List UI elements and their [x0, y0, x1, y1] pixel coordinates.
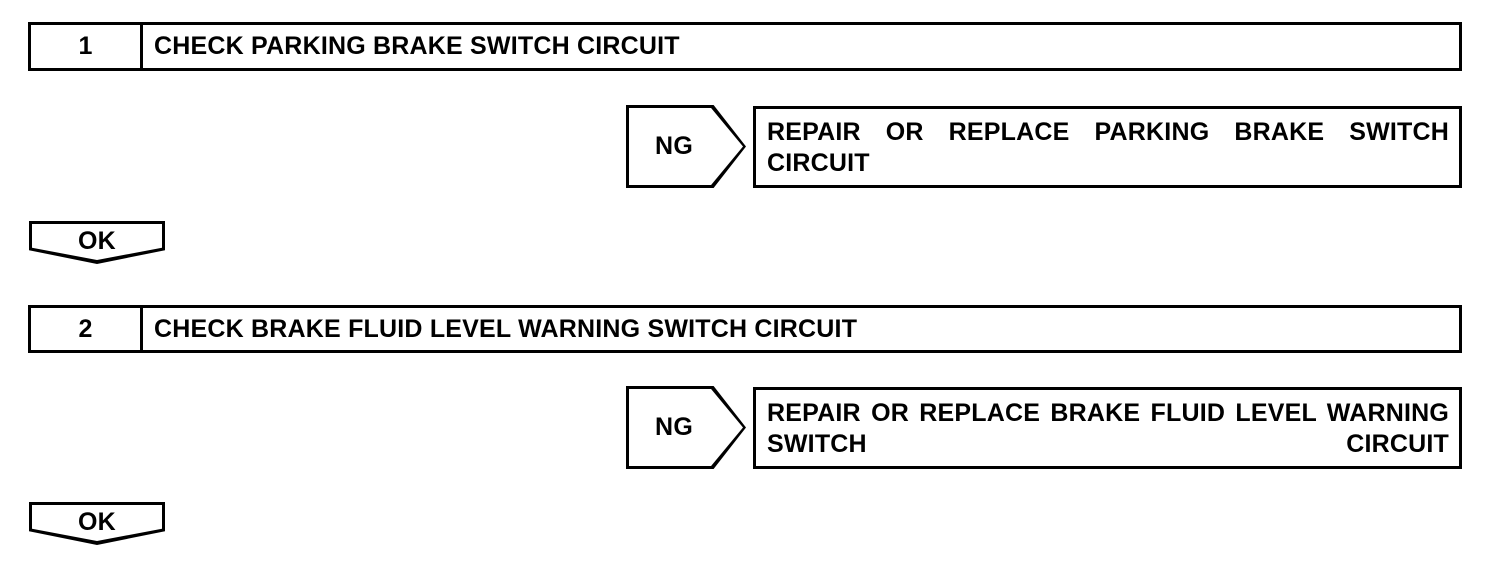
- result-box-2[interactable]: REPAIR OR REPLACE BRAKE FLUID LEVEL WARN…: [753, 387, 1462, 469]
- ng-tag-2: NG: [626, 386, 746, 469]
- step-number-1: 1: [31, 25, 143, 68]
- ng-tag-1-inner: NG: [629, 108, 743, 185]
- ng-tag-2-inner: NG: [629, 389, 743, 466]
- ng-tag-1-label: NG: [655, 132, 694, 160]
- step-box-1[interactable]: 1 CHECK PARKING BRAKE SWITCH CIRCUIT: [28, 22, 1462, 71]
- ok-badge-2: OK: [29, 502, 165, 545]
- result-text-2: REPAIR OR REPLACE BRAKE FLUID LEVEL WARN…: [767, 399, 1449, 458]
- step-box-2[interactable]: 2 CHECK BRAKE FLUID LEVEL WARNING SWITCH…: [28, 305, 1462, 353]
- step-title-2: CHECK BRAKE FLUID LEVEL WARNING SWITCH C…: [154, 314, 858, 343]
- result-text-1: REPAIR OR REPLACE PARKING BRAKE SWITCH C…: [767, 118, 1449, 177]
- ok-badge-1-label: OK: [77, 227, 117, 255]
- ng-tag-2-label: NG: [655, 413, 694, 441]
- result-box-1[interactable]: REPAIR OR REPLACE PARKING BRAKE SWITCH C…: [753, 106, 1462, 188]
- step-number-2: 2: [31, 308, 143, 350]
- ok-badge-1: OK: [29, 221, 165, 264]
- ng-tag-1: NG: [626, 105, 746, 188]
- step-title-1: CHECK PARKING BRAKE SWITCH CIRCUIT: [154, 32, 680, 60]
- ok-badge-2-label: OK: [77, 508, 117, 536]
